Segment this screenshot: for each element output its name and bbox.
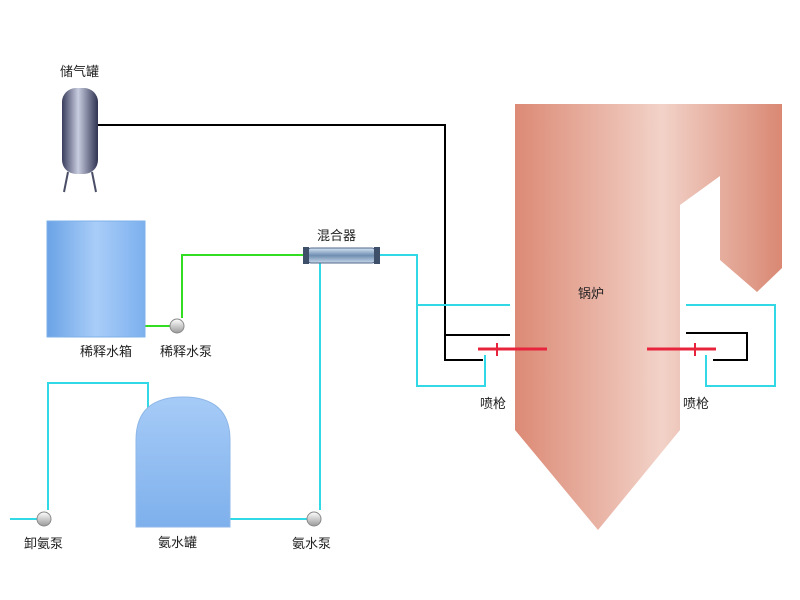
left-spray-lance xyxy=(478,343,547,356)
boiler-body xyxy=(515,104,782,530)
unload-pump xyxy=(36,511,52,527)
unload-to-tank-line xyxy=(47,382,149,510)
boiler-label: 锅炉 xyxy=(578,286,604,302)
ammonia-tank-label: 氨水罐 xyxy=(158,536,197,551)
mixer xyxy=(303,247,380,264)
right-lance-water-line xyxy=(686,304,776,387)
dilution-tank-label: 稀释水箱 xyxy=(80,344,132,360)
ammonia-tank xyxy=(135,396,231,528)
dilution-pump-label: 稀释水泵 xyxy=(160,345,212,360)
dilution-pump-to-mixer-line xyxy=(181,254,310,318)
dilution-tank xyxy=(46,220,146,338)
air-line xyxy=(98,124,483,361)
mixer-to-lance-line xyxy=(375,254,486,387)
left-lance-label: 喷枪 xyxy=(480,396,506,412)
right-lance-label: 喷枪 xyxy=(683,396,709,412)
gas-tank-label: 储气罐 xyxy=(60,64,99,80)
ammonia-pump-label: 氨水泵 xyxy=(292,537,331,552)
ammonia-pump xyxy=(306,511,322,527)
dilution-pump xyxy=(169,318,185,334)
right-spray-lance xyxy=(647,343,716,356)
mixer-label: 混合器 xyxy=(317,229,356,244)
unload-pump-label: 卸氨泵 xyxy=(24,536,63,552)
air-line-right-lance xyxy=(686,332,748,361)
gas-tank xyxy=(62,88,98,193)
